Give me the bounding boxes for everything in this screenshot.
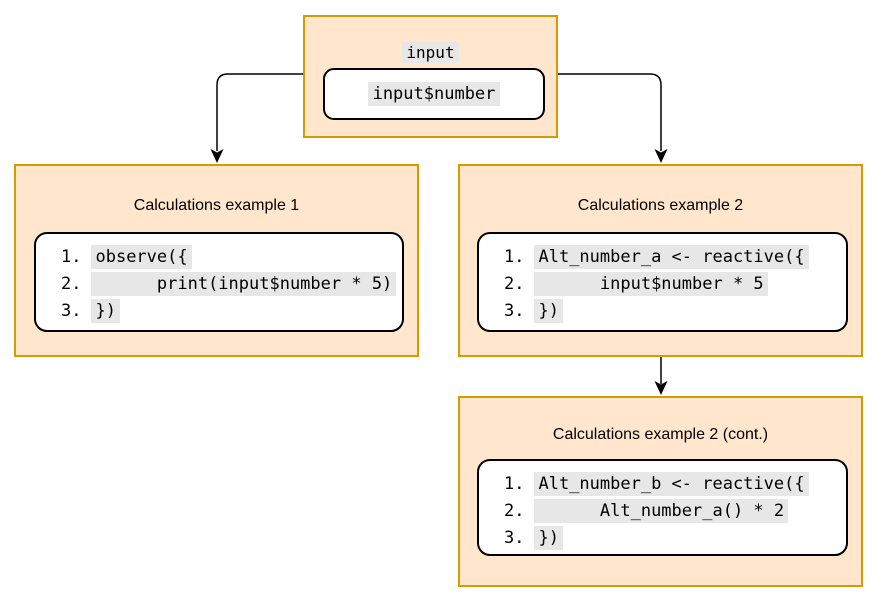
code-line: 3.}) (504, 525, 846, 552)
code-line: 1. Alt_number_a <- reactive({ (504, 244, 846, 271)
code-text: Alt_number_a() * 2 (534, 499, 789, 523)
calc2-node: Calculations example 2 1. Alt_number_a <-… (458, 164, 863, 357)
input-node-title: input (305, 42, 556, 63)
calc2-title: Calculations example 2 (577, 197, 744, 214)
code-text: observe({ (91, 245, 192, 269)
calc2-codebox: 1. Alt_number_a <- reactive({ 2. input$nu… (477, 232, 848, 332)
code-line: 3.}) (61, 298, 402, 325)
arrowhead-calc2 (654, 149, 668, 163)
code-text: Alt_number_a <- reactive({ (534, 245, 809, 269)
code-text: }) (91, 299, 120, 323)
input-node: input input$number (303, 15, 558, 138)
line-number: 3. (504, 528, 525, 548)
line-number: 3. (504, 301, 525, 321)
input-node-title-text: input (402, 42, 459, 63)
arrow-input-to-calc2 (558, 73, 662, 151)
line-number: 3. (61, 301, 82, 321)
line-number: 1. (61, 247, 82, 267)
code-text: input$number * 5 (534, 272, 768, 296)
line-number: 2. (61, 274, 82, 294)
calc1-codebox: 1. observe({ 2. print(input$number * 5) 3… (34, 232, 404, 332)
code-text: print(input$number * 5) (91, 272, 397, 296)
code-text: }) (534, 526, 563, 550)
line-number: 1. (504, 474, 525, 494)
input-number-chip-text: input$number (367, 82, 501, 106)
calc2cont-node: Calculations example 2 (cont.) 1. Alt_num… (458, 396, 863, 587)
calc1-title: Calculations example 1 (133, 197, 300, 214)
calc2cont-title: Calculations example 2 (cont.) (552, 426, 769, 443)
code-line: 3.}) (504, 298, 846, 325)
arrowhead-calc2cont (654, 381, 668, 395)
code-line: 1. observe({ (61, 244, 402, 271)
code-line: 2. print(input$number * 5) (61, 271, 402, 298)
line-number: 1. (504, 247, 525, 267)
line-number: 2. (504, 501, 525, 521)
code-text: Alt_number_b <- reactive({ (534, 472, 809, 496)
code-line: 1. Alt_number_b <- reactive({ (504, 471, 846, 498)
input-number-chip: input$number (323, 68, 545, 120)
arrowhead-calc1 (210, 149, 224, 163)
code-line: 2. input$number * 5 (504, 271, 846, 298)
code-line: 2. Alt_number_a() * 2 (504, 498, 846, 525)
calc1-node: Calculations example 1 1. observe({ 2. pr… (14, 164, 419, 357)
line-number: 2. (504, 274, 525, 294)
calc2cont-codebox: 1. Alt_number_b <- reactive({ 2. Alt_numb… (477, 459, 848, 556)
arrow-input-to-calc1 (216, 73, 303, 151)
code-text: }) (534, 299, 563, 323)
